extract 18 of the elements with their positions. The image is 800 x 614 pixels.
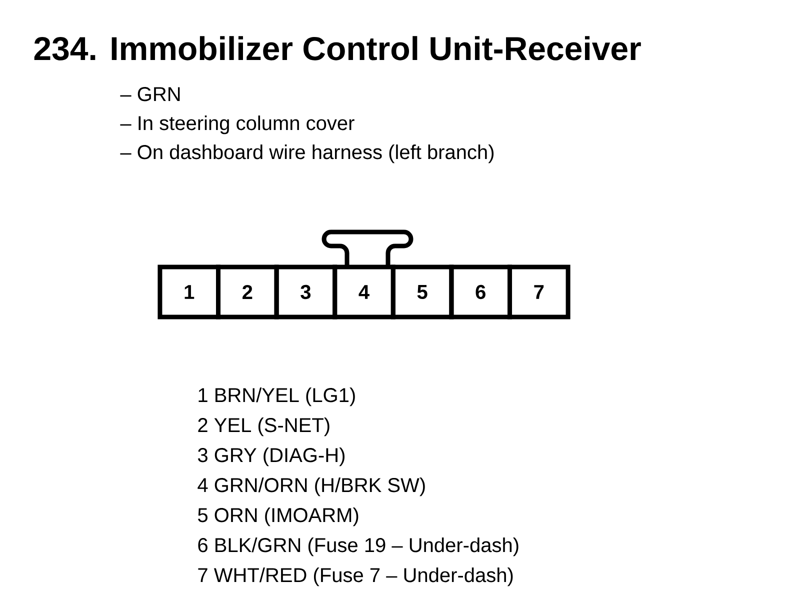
note-text: 4 GRN/ORN (H/BRK SW) [198,478,425,496]
note-text: – In steering column cover [120,116,354,134]
pin-cell: 6 [449,264,512,320]
note-text: 3 GRY (DIAG-H) [198,448,344,466]
note-text: – On dashboard wire harness (left branch) [120,144,494,164]
note-text: 6 BLK/GRN (Fuse 19 – Under-dash) [198,538,518,556]
pin-cell: 2 [216,264,279,320]
note-text: 5 ORN (IMOARM) [198,508,358,526]
pin-cell: 1 [158,264,220,320]
note-text: 2 YEL (S-NET) [198,418,330,436]
pin-cell: 4 [332,264,396,320]
pin-cell: 3 [274,264,338,320]
note-text: 7 WHT/RED (Fuse 7 – Under-dash) [198,568,513,586]
pin-cell: 7 [508,264,570,320]
note-text: – GRN [120,87,180,102]
title: 234. Immobilizer Control Unit-Receiver [34,36,641,60]
note-text: 1 BRN/YEL (LG1) [198,388,355,406]
pin-cell: 5 [390,264,454,320]
